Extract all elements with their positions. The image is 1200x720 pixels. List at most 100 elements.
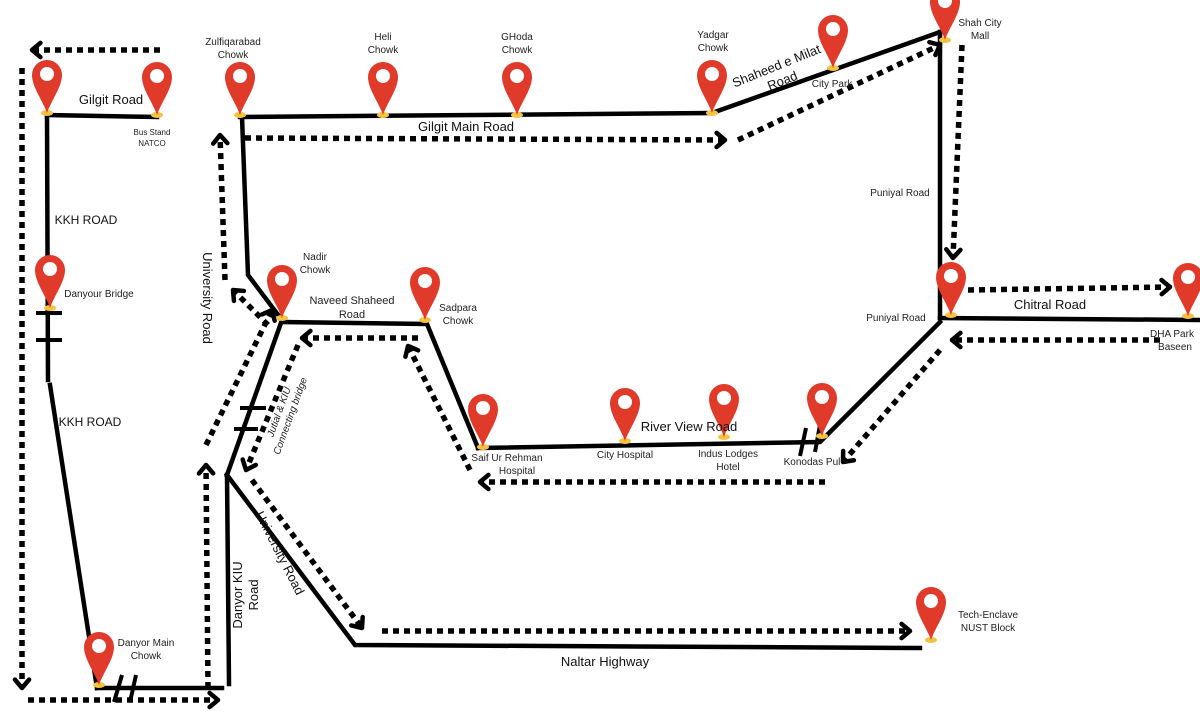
label-bus-stand: NATCO: [138, 139, 165, 148]
location-pin-icon[interactable]: [1173, 263, 1200, 319]
label-tech-enclave: Tech-Enclave: [958, 610, 1018, 621]
bridge-mark: [798, 427, 808, 457]
label-tech-enclave: NUST Block: [961, 623, 1016, 634]
location-pin-icon[interactable]: [84, 632, 114, 688]
location-pin-icon[interactable]: [267, 265, 297, 321]
arrowhead-icon: [207, 690, 221, 710]
labels: Gilgit Road KKH ROAD KKH ROAD Gilgit Mai…: [55, 18, 1195, 669]
label-danyor-main-chowk: Danyor Main: [118, 638, 175, 649]
dotted-route: [231, 288, 270, 327]
location-pin-icon[interactable]: [610, 388, 640, 444]
dotted-route: [249, 478, 365, 630]
label-zulfiqarabad: Chowk: [218, 50, 250, 61]
location-pin-icon[interactable]: [32, 60, 62, 116]
road-kkh-north: [44, 112, 51, 383]
label-university-road: University Road: [200, 252, 215, 344]
bridge-mark: [813, 424, 822, 453]
label-danyor-kiu-road: Road: [246, 579, 261, 610]
location-pin-icon[interactable]: [936, 262, 966, 318]
label-puniyal-road: Puniyal Road: [870, 188, 929, 199]
label-kkh-road: KKH ROAD: [59, 415, 122, 429]
label-konodas-pul: Konodas Pul: [784, 457, 841, 468]
arrowhead-icon: [403, 343, 421, 359]
arrowhead-icon: [927, 39, 943, 58]
label-shah-city-mall: Mall: [971, 31, 989, 42]
road-university: [223, 471, 923, 651]
arrowhead-icon: [240, 457, 259, 473]
dotted-route: [950, 44, 965, 259]
label-saif-ur-rehman: Saif Ur Rehman: [471, 453, 542, 464]
label-naveed-shaheed-road: Road: [339, 309, 365, 321]
label-danyour-bridge: Danyour Bridge: [64, 289, 134, 300]
label-gilgit-road: Gilgit Road: [79, 92, 143, 107]
label-saif-ur-rehman: Hospital: [499, 466, 535, 477]
location-pin-icon[interactable]: [502, 62, 532, 118]
label-ghoda-chowk: GHoda: [501, 32, 533, 43]
label-shah-city-mall: Shah City: [958, 18, 1001, 29]
location-pin-icon[interactable]: [225, 62, 255, 118]
label-heli-chowk: Chowk: [368, 45, 400, 56]
label-nadir-chowk: Chowk: [300, 265, 332, 276]
dotted-routes: [12, 39, 1173, 710]
label-ghoda-chowk: Chowk: [502, 45, 534, 56]
label-sadpara-chowk: Chowk: [443, 316, 475, 327]
road-chitral: [937, 315, 1200, 323]
arrowhead-icon: [196, 462, 216, 476]
label-danyor-main-chowk: Chowk: [131, 651, 163, 662]
road-nadir: [239, 114, 286, 324]
label-dha-park: DHA Park: [1150, 329, 1195, 340]
label-sadpara-chowk: Sadpara: [439, 303, 477, 314]
label-kkh-road: KKH ROAD: [55, 213, 118, 227]
label-heli-chowk: Heli: [374, 32, 391, 43]
arrowhead-icon: [210, 132, 230, 146]
road-gilgit-road: [44, 112, 160, 120]
arrowhead-icon: [12, 677, 32, 691]
location-pin-icon[interactable]: [709, 384, 739, 440]
dotted-route: [736, 42, 942, 143]
road-shaheed-milat: [709, 29, 943, 116]
location-pin-icon[interactable]: [807, 383, 837, 439]
label-naltar-highway: Naltar Highway: [561, 654, 650, 669]
location-pin-icon[interactable]: [930, 0, 960, 43]
label-bus-stand: Bus Stand: [134, 128, 171, 137]
road-jutial-bridge: [224, 317, 285, 478]
location-pin-icon[interactable]: [35, 255, 65, 311]
label-indus-lodges: Hotel: [716, 462, 739, 473]
label-yadgar-chowk: Chowk: [698, 43, 730, 54]
road-gilgit-main: [237, 110, 715, 120]
arrowhead-icon: [944, 247, 963, 261]
road-danyor-kiu: [224, 472, 232, 687]
label-gilgit-main-road: Gilgit Main Road: [418, 119, 514, 134]
location-pin-icon[interactable]: [410, 267, 440, 323]
location-pin-icon[interactable]: [368, 62, 398, 118]
location-pin-icon[interactable]: [818, 15, 848, 71]
dotted-route: [405, 344, 473, 472]
dotted-route: [217, 134, 228, 281]
dotted-route: [243, 343, 301, 472]
label-puniyal-road: Puniyal Road: [866, 313, 925, 324]
location-pins: [32, 0, 1200, 688]
road-naveed-shaheed: [279, 319, 481, 451]
label-indus-lodges: Indus Lodges: [698, 449, 758, 460]
location-pin-icon[interactable]: [916, 587, 946, 643]
roads: [36, 29, 1200, 703]
dotted-route: [840, 348, 943, 464]
label-yadgar-chowk: Yadgar: [697, 30, 729, 41]
arrowhead-icon: [1159, 277, 1173, 297]
arrowhead-icon: [349, 614, 365, 631]
label-naveed-shaheed-road: Naveed Shaheed: [309, 295, 394, 307]
dotted-route: [967, 284, 1171, 293]
arrowhead-icon: [899, 621, 913, 641]
label-city-park: City Park: [812, 79, 854, 90]
location-pin-icon[interactable]: [142, 62, 172, 118]
arrowhead-icon: [230, 287, 247, 304]
label-nadir-chowk: Nadir: [303, 252, 328, 263]
arrowhead-icon: [949, 330, 963, 350]
arrowhead-icon: [714, 130, 728, 150]
arrowhead-icon: [259, 307, 277, 323]
arrowhead-icon: [477, 472, 491, 492]
location-pin-icon[interactable]: [468, 394, 498, 450]
location-pin-icon[interactable]: [697, 60, 727, 116]
label-chitral-road: Chitral Road: [1014, 297, 1086, 312]
